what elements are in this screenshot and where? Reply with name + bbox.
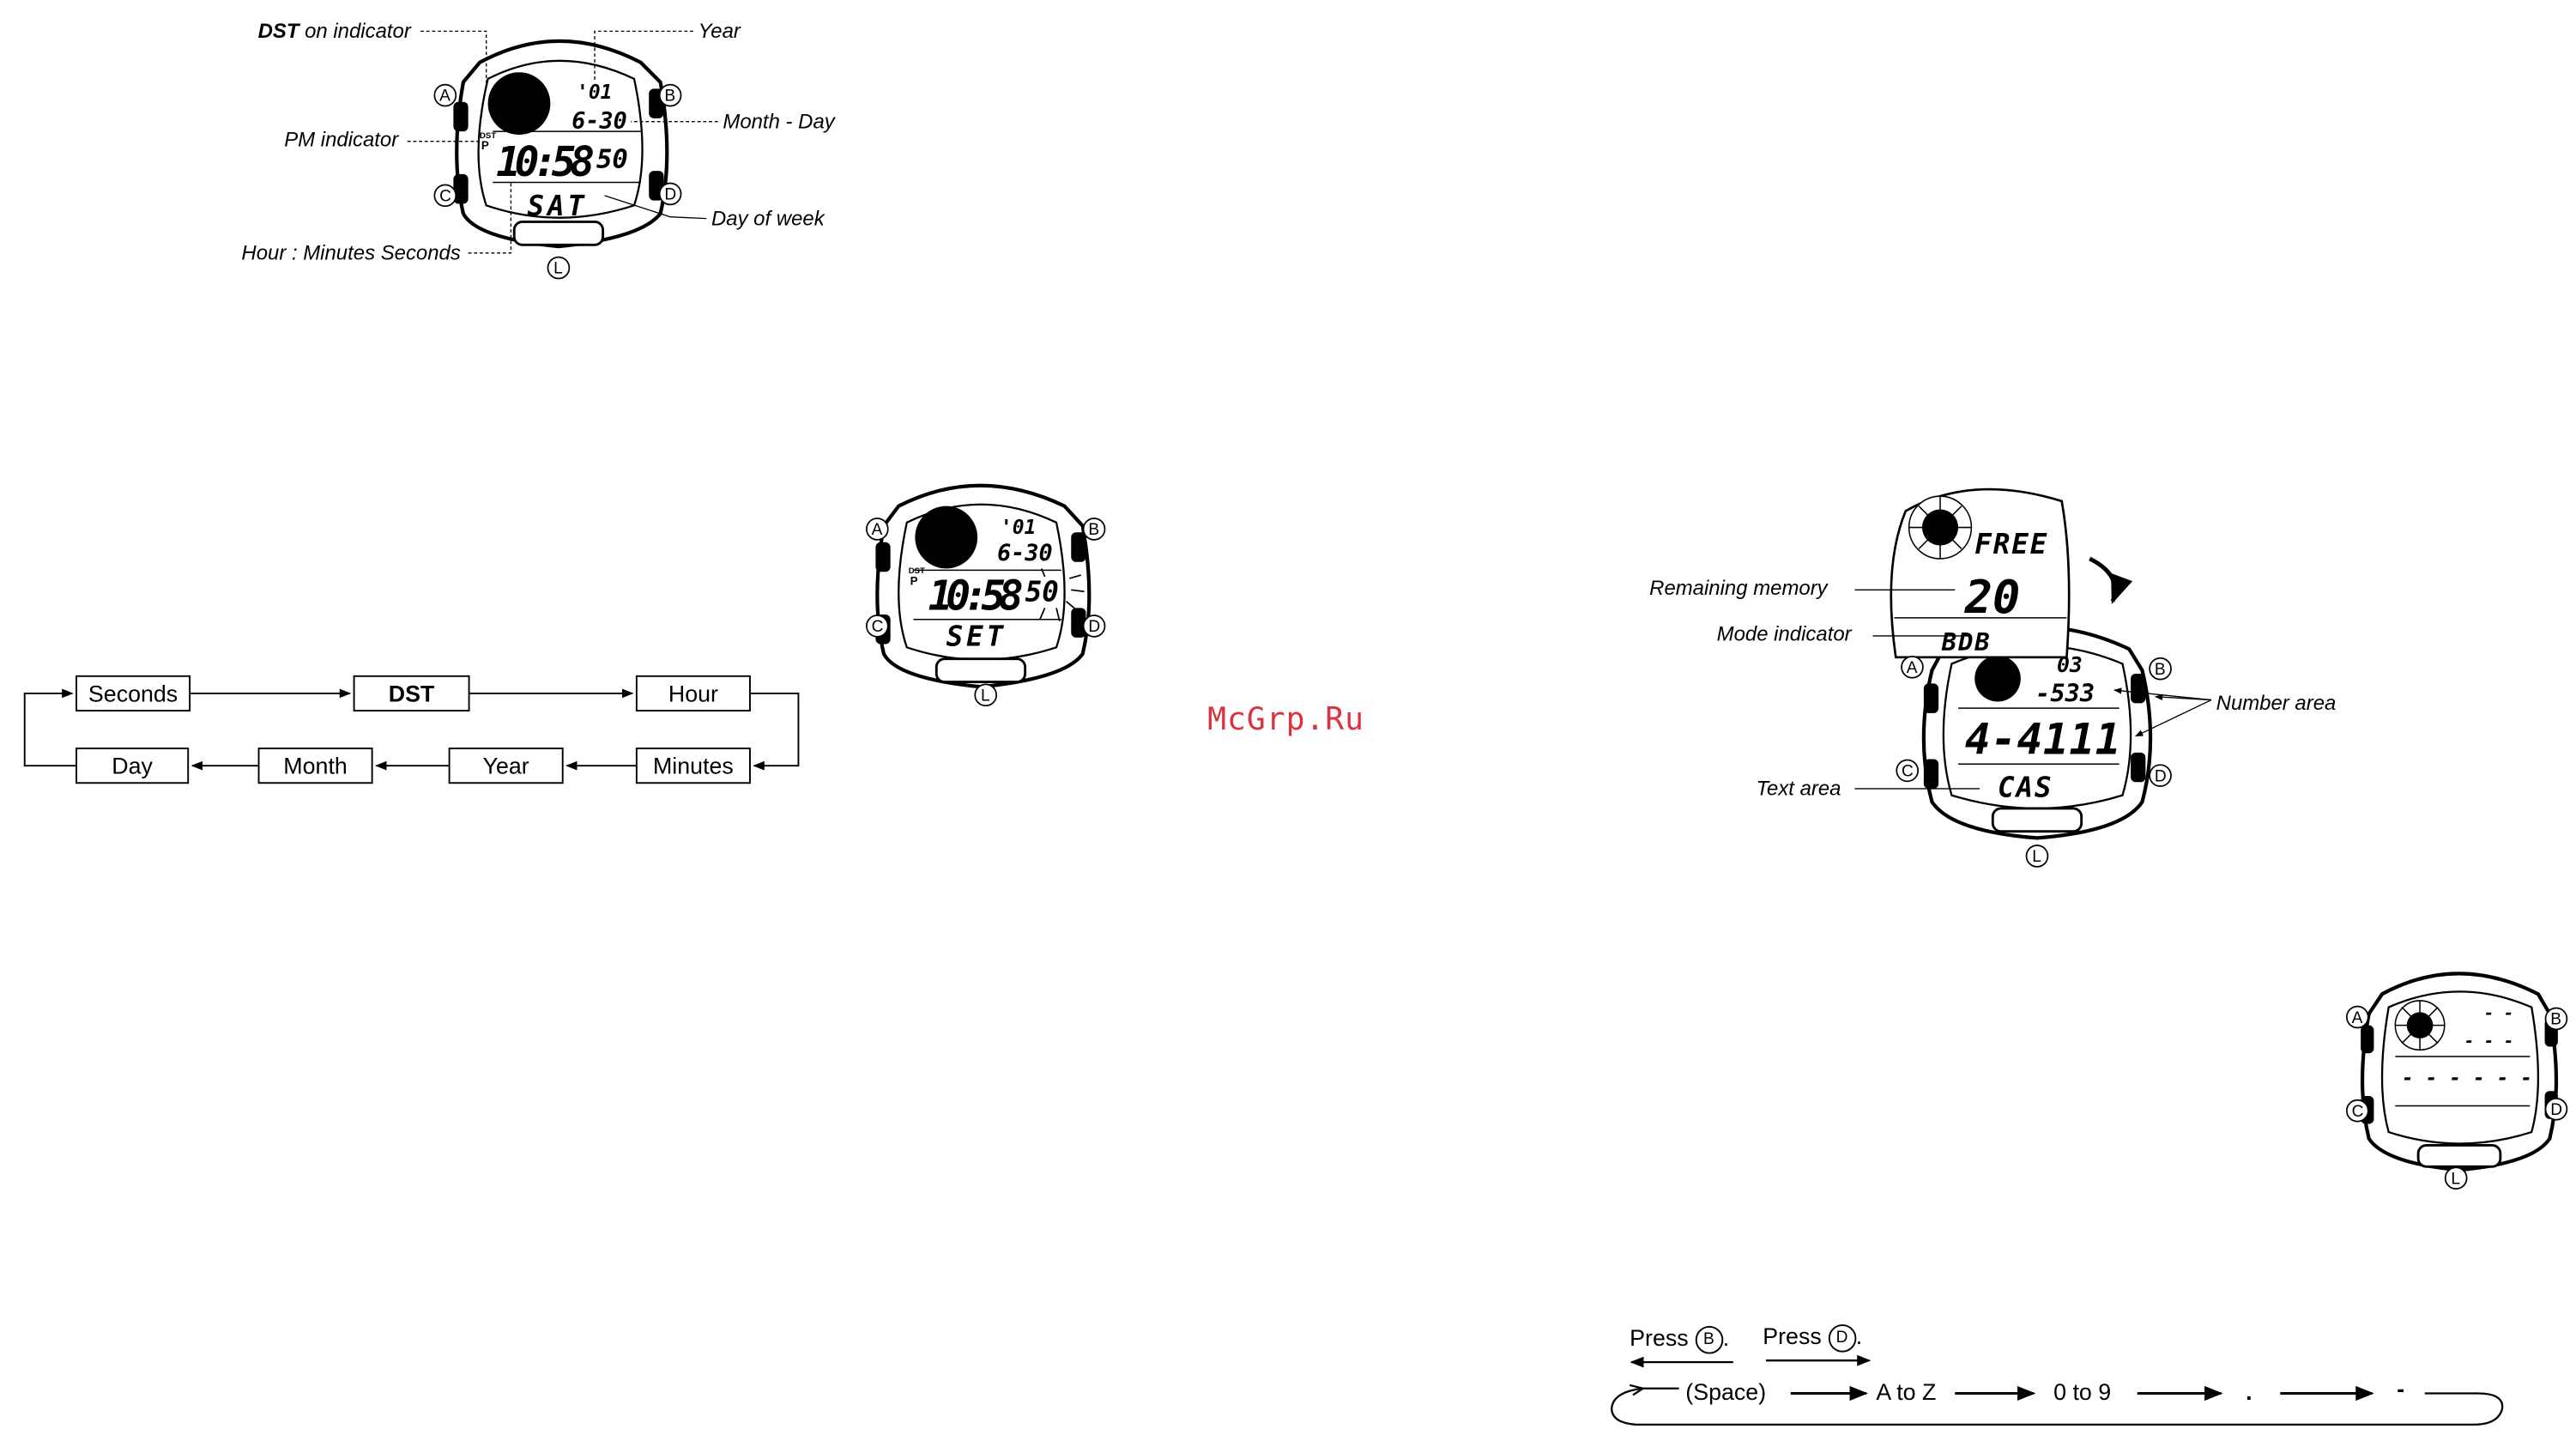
flow-day: Day: [76, 748, 190, 784]
text-area-label: Text area: [1756, 777, 1841, 801]
seq-period: .: [2246, 1378, 2252, 1405]
svg-text:D: D: [664, 186, 676, 204]
press-d-caption: Press D.: [1763, 1323, 1862, 1353]
svg-text:C: C: [872, 618, 884, 636]
hour-minutes-seconds-label: Hour : Minutes Seconds: [241, 241, 461, 265]
flow-dst: DST: [353, 675, 470, 711]
flow-minutes: Minutes: [635, 748, 751, 784]
svg-text:20: 20: [1964, 570, 2021, 624]
svg-text:- - - - - -: - - - - - -: [2402, 1068, 2532, 1090]
svg-text:D: D: [1088, 618, 1100, 636]
watch-3: [1854, 487, 2212, 840]
svg-text:6-30: 6-30: [571, 107, 627, 134]
flow-arrows: [23, 688, 800, 771]
svg-text:L: L: [981, 687, 990, 705]
svg-text:10:58: 10:58: [496, 139, 595, 186]
flow-hour: Hour: [635, 675, 751, 711]
watch-2-buttons: A B C D L: [866, 518, 1106, 707]
svg-text:SET: SET: [946, 620, 1007, 652]
svg-text:03: 03: [2057, 652, 2083, 677]
svg-text:FREE: FREE: [1974, 528, 2048, 560]
svg-text:DST: DST: [909, 566, 925, 576]
svg-text:DST: DST: [480, 131, 496, 141]
svg-text:L: L: [553, 260, 563, 278]
seq-a-to-z: A to Z: [1876, 1378, 1937, 1405]
svg-text:P: P: [481, 139, 489, 152]
button-d-icon: D: [1828, 1324, 1856, 1353]
dst-on-indicator-label: DST on indicator: [257, 19, 411, 43]
svg-text:A: A: [2352, 1009, 2363, 1027]
svg-text:B: B: [664, 88, 675, 106]
month-day-label: Month - Day: [723, 110, 835, 134]
button-b-icon: B: [1695, 1326, 1723, 1354]
svg-text:A: A: [1907, 659, 1918, 677]
pm-indicator-label: PM indicator: [284, 128, 399, 152]
dial-graphic-icon: [1974, 655, 2021, 702]
svg-text:B: B: [2155, 661, 2166, 679]
dial-segment-icon: [2394, 1000, 2446, 1051]
svg-text:-533: -533: [2035, 678, 2095, 707]
watch-4-buttons: A B C D L: [2346, 1005, 2568, 1190]
day-of-week-label: Day of week: [711, 207, 825, 231]
svg-text:'01: '01: [577, 82, 613, 104]
svg-text:L: L: [2032, 848, 2041, 866]
svg-text:A: A: [439, 88, 450, 106]
seq-space: (Space): [1685, 1378, 1767, 1405]
char-sequence-arrows: [1610, 1354, 2504, 1426]
svg-text:6-30: 6-30: [997, 540, 1053, 566]
watch-1-leaders: [407, 30, 718, 254]
dial-graphic-icon: [915, 506, 978, 569]
remaining-memory-label: Remaining memory: [1649, 576, 1828, 600]
watch-2: [875, 483, 1091, 689]
svg-text:SAT: SAT: [528, 190, 588, 222]
svg-text:D: D: [2550, 1101, 2562, 1119]
svg-text:4-4111: 4-4111: [1965, 715, 2121, 765]
press-b-caption: Press B.: [1630, 1324, 1729, 1354]
svg-text:C: C: [1902, 763, 1914, 781]
svg-text:50: 50: [596, 144, 628, 174]
svg-text:D: D: [2155, 767, 2167, 785]
flow-seconds: Seconds: [76, 675, 191, 711]
flow-month: Month: [257, 748, 373, 784]
svg-text:C: C: [439, 188, 451, 206]
watch-1-buttons: A B C D L: [433, 83, 682, 280]
svg-text:- - -: - - -: [2464, 1032, 2514, 1051]
year-label: Year: [698, 19, 741, 43]
svg-text:BDB: BDB: [1941, 627, 1992, 657]
svg-text:CAS: CAS: [1998, 772, 2053, 804]
svg-text:P: P: [910, 575, 918, 588]
watermark: McGrp.Ru: [1207, 701, 1365, 738]
number-area-label: Number area: [2216, 692, 2337, 715]
watch-1: [453, 39, 669, 249]
svg-text:L: L: [2451, 1170, 2460, 1188]
watch-3-buttons: A B C D L: [1896, 655, 2172, 868]
seq-hyphen: -: [2397, 1375, 2405, 1402]
svg-text:'01: '01: [1001, 517, 1037, 539]
dial-graphic-icon: [487, 72, 551, 135]
svg-text:50: 50: [1025, 576, 1059, 608]
flow-year: Year: [448, 748, 564, 784]
svg-text:- -: - -: [2484, 1003, 2514, 1023]
dial-segment-icon: [1908, 495, 1973, 560]
svg-text:B: B: [2550, 1011, 2561, 1029]
seq-0-to-9: 0 to 9: [2053, 1378, 2112, 1405]
svg-text:B: B: [1088, 521, 1099, 539]
mode-indicator-label: Mode indicator: [1716, 622, 1852, 646]
svg-text:A: A: [872, 521, 883, 539]
curved-arrow-icon: [2089, 556, 2133, 604]
svg-text:C: C: [2352, 1103, 2364, 1121]
svg-text:10:58: 10:58: [928, 572, 1024, 620]
flash-marks-icon: [1039, 568, 1085, 621]
